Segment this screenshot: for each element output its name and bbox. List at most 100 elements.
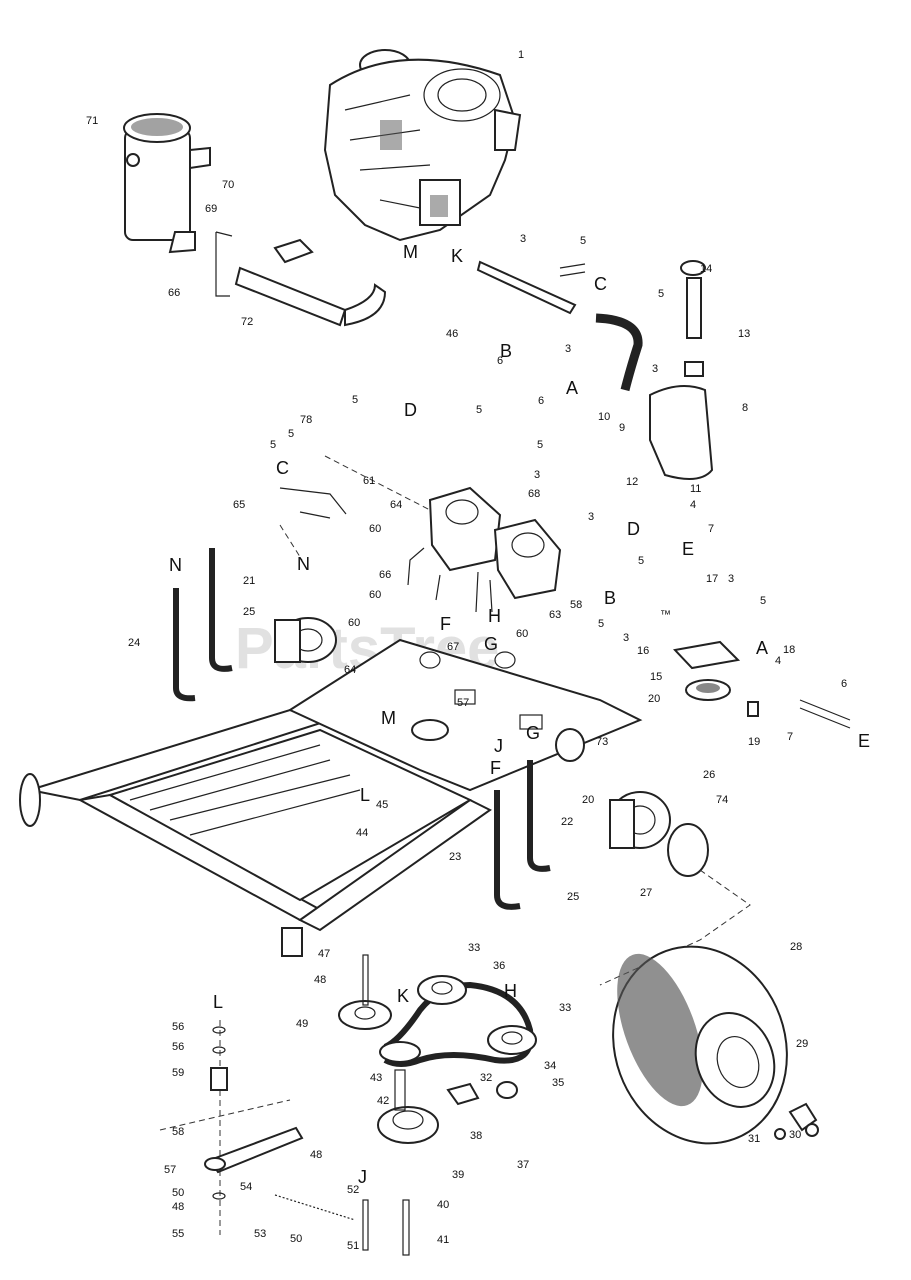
part-callout: 3 [728,573,734,585]
part-callout: 33 [559,1002,571,1014]
part-callout: 4 [775,655,781,667]
connection-letter: J [494,736,503,756]
part-callout: 3 [534,469,540,481]
connection-letter: C [276,458,289,478]
part-callout: 60 [348,617,360,629]
connection-letter: A [756,638,768,658]
part-callout: 40 [437,1199,449,1211]
part-callout: 13 [738,328,750,340]
belt-drive [338,975,537,1144]
part-callout: 1 [518,49,524,61]
part-callout: 35 [552,1077,564,1089]
watermark-tm: ™ [660,609,671,621]
part-callout: 59 [172,1067,184,1079]
part-callout: 44 [356,827,368,839]
fittings [673,640,851,729]
part-callout: 37 [517,1159,529,1171]
part-callout: 39 [452,1169,464,1181]
part-callout: 3 [520,233,526,245]
part-callout: 12 [626,476,638,488]
connection-letter: M [381,708,396,728]
part-callout: 24 [128,637,140,649]
part-callout: 20 [582,794,594,806]
part-callout: 27 [640,887,652,899]
part-callout: 7 [708,523,714,535]
part-callout: 33 [468,942,480,954]
part-callout: 6 [841,678,847,690]
part-callout: 48 [314,974,326,986]
part-callout: 69 [205,203,217,215]
part-callout: 16 [637,645,649,657]
part-callout: 32 [480,1072,492,1084]
part-callout: 64 [390,499,402,511]
part-callout: 36 [493,960,505,972]
part-callout: 68 [528,488,540,500]
part-callout: 41 [437,1234,449,1246]
part-callout: 60 [369,523,381,535]
part-callout: 63 [549,609,561,621]
connection-letter: L [213,992,223,1012]
part-callout: 58 [570,599,582,611]
part-callout: 28 [790,941,802,953]
connection-letter: D [404,400,417,420]
part-callout: 66 [168,287,180,299]
part-callout: 60 [369,589,381,601]
part-callout: 72 [241,316,253,328]
part-callout: 18 [783,644,795,656]
part-callout: 3 [588,511,594,523]
dashed-lines [159,455,751,1235]
wheel-motors [274,617,709,877]
part-callout: 21 [243,575,255,587]
part-callout: 25 [567,891,579,903]
part-callout: 50 [290,1233,302,1245]
part-callout: 25 [243,606,255,618]
part-callout: 47 [318,948,330,960]
part-callout: 4 [690,499,696,511]
connection-letter: G [484,634,498,654]
part-callout: 49 [296,1018,308,1030]
part-callout: 11 [690,483,701,495]
part-callout: 52 [347,1184,359,1196]
connection-letter: J [358,1167,367,1187]
part-callout: 23 [449,851,461,863]
part-callout: 34 [544,1060,556,1072]
part-callout: 46 [446,328,458,340]
part-callout: 53 [254,1228,266,1240]
part-callout: 29 [796,1038,808,1050]
part-callout: 48 [172,1201,184,1213]
engine [323,49,522,242]
part-callout: 5 [476,404,482,416]
part-callout: 55 [172,1228,184,1240]
part-callout: 7 [787,731,793,743]
part-callout: 5 [580,235,586,247]
part-callout: 74 [716,794,728,806]
connection-letter: B [604,588,616,608]
connection-letter: F [440,614,451,634]
connection-letter: N [297,554,310,574]
part-callout: 43 [370,1072,382,1084]
connection-letter: A [566,378,578,398]
part-callout: 14 [700,263,712,275]
part-callout: 65 [233,499,245,511]
connection-letter: M [403,242,418,262]
part-callout: 5 [658,288,664,300]
part-callout: 56 [172,1041,184,1053]
part-callout: 31 [748,1133,760,1145]
part-callout: 5 [638,555,644,567]
part-callout: 54 [240,1181,252,1193]
part-callout: 50 [172,1187,184,1199]
connection-letter: H [488,606,501,626]
connection-letter: K [397,986,409,1006]
part-callout: 64 [344,664,356,676]
part-callout: 58 [172,1126,184,1138]
part-callout: 5 [537,439,543,451]
part-callout: 3 [652,363,658,375]
part-callout: 38 [470,1130,482,1142]
muffler [123,113,211,254]
hydraulic-hoses [173,548,551,910]
fuel-hose [476,260,643,392]
part-callout: 22 [561,816,573,828]
